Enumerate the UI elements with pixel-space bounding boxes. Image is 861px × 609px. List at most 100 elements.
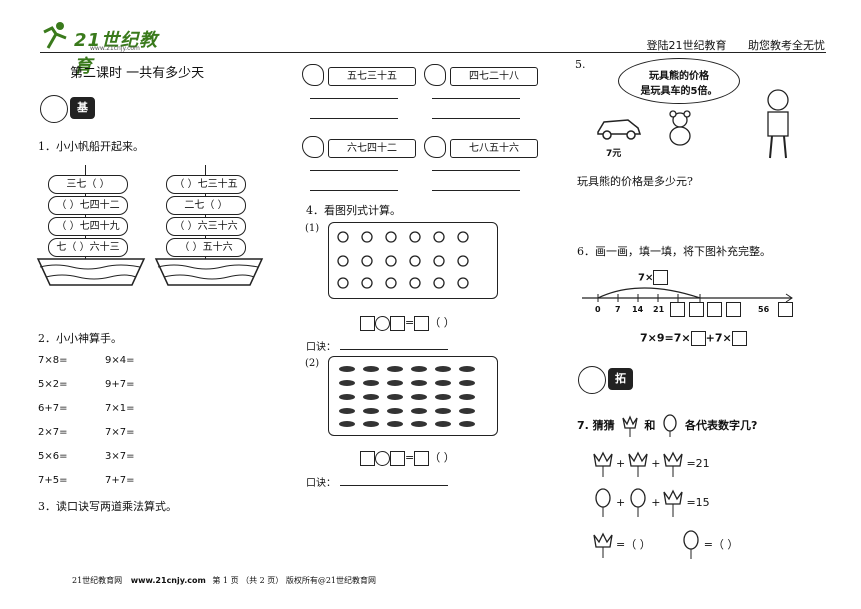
tulip-icon bbox=[593, 451, 613, 477]
calc-item: 3×7= bbox=[105, 451, 135, 462]
q7-and: 和 bbox=[644, 419, 656, 432]
answer-box[interactable] bbox=[360, 450, 375, 466]
login-link[interactable]: 登陆21世纪教育 bbox=[646, 39, 727, 52]
tick-label: 21 bbox=[653, 305, 665, 314]
answer-box[interactable] bbox=[390, 450, 405, 466]
tick-label: 14 bbox=[632, 305, 644, 314]
sail-left-1: 三七（ ） bbox=[48, 175, 128, 194]
bubble-line-2: 是玩具车的5倍。 bbox=[640, 86, 718, 97]
koujue-row-1: 口诀： bbox=[306, 338, 448, 353]
q7-prefix: 7. 猜猜 bbox=[577, 419, 615, 432]
toy-car-icon bbox=[597, 119, 642, 140]
sail-left-4: 七（ ）六十三 bbox=[48, 238, 128, 257]
koujue-line[interactable] bbox=[340, 485, 448, 486]
site-logo[interactable]: 21世纪教育 www.21cnjy.com bbox=[40, 18, 170, 77]
q7-answers: =（ ） =（ ） bbox=[590, 530, 738, 560]
speech-bubble: 玩具熊的价格 是玩具车的5倍。 bbox=[618, 58, 740, 104]
equation-row-2: =（ ） bbox=[360, 449, 455, 466]
answer-line[interactable] bbox=[432, 170, 520, 171]
phrase-box: 七八五十六 bbox=[450, 139, 538, 158]
footer-url[interactable]: www.21cnjy.com bbox=[130, 576, 206, 585]
answer-line[interactable] bbox=[310, 190, 398, 191]
logo-url: www.21cnjy.com bbox=[90, 45, 140, 52]
image-panel-2 bbox=[328, 356, 498, 436]
answer-line[interactable] bbox=[432, 98, 520, 99]
answer-bud[interactable]: =（ ） bbox=[703, 538, 739, 551]
tulip-icon bbox=[621, 415, 638, 437]
hull-left bbox=[36, 258, 146, 286]
answer-box[interactable] bbox=[707, 302, 722, 317]
q5-question: 玩具熊的价格是多少元? bbox=[577, 175, 693, 188]
page-title: 第二课时 一共有多少天 bbox=[70, 66, 205, 81]
bird-icon bbox=[424, 136, 446, 158]
calc-item: 6+7= bbox=[38, 403, 68, 414]
answer-box[interactable] bbox=[414, 315, 430, 331]
koujue-line[interactable] bbox=[340, 349, 448, 350]
bud-icon bbox=[630, 488, 646, 517]
tulip-icon bbox=[663, 451, 684, 477]
answer-box[interactable] bbox=[688, 302, 704, 317]
operator-circle[interactable] bbox=[375, 315, 390, 331]
header-links: 登陆21世纪教育 助您教考全无忧 bbox=[629, 37, 826, 53]
q7-equation-1: ++=21 bbox=[590, 450, 710, 478]
eq-plus: +7× bbox=[705, 331, 732, 345]
q2-label: 2．小小神算手。 bbox=[38, 332, 122, 345]
answer-line[interactable] bbox=[432, 118, 520, 119]
eq-prefix: 7×9=7× bbox=[640, 331, 691, 345]
answer-box[interactable] bbox=[390, 315, 405, 331]
student-avatar-icon bbox=[40, 95, 68, 123]
operator-circle[interactable] bbox=[375, 450, 390, 466]
header-divider bbox=[40, 52, 826, 53]
sail-right-1: （ ）七三十五 bbox=[166, 175, 246, 194]
answer-box[interactable] bbox=[731, 331, 747, 346]
answer-box[interactable] bbox=[414, 450, 430, 466]
teddy-bear-icon bbox=[669, 110, 691, 146]
tulip-icon bbox=[663, 489, 684, 517]
calc-item: 7×1= bbox=[105, 403, 135, 414]
koujue-label: 口诀： bbox=[306, 478, 336, 489]
phrase-box: 六七四十二 bbox=[328, 139, 416, 158]
answer-box[interactable] bbox=[725, 302, 741, 317]
answer-line[interactable] bbox=[310, 118, 398, 119]
answer-box[interactable] bbox=[690, 331, 706, 346]
answer-box[interactable] bbox=[360, 315, 375, 331]
answer-tulip[interactable]: =（ ） bbox=[616, 538, 651, 551]
q7-label-row: 7. 猜猜 和 各代表数字几? bbox=[577, 414, 757, 438]
logo-text: 21世纪教育 bbox=[74, 30, 159, 77]
q5-label: 5. bbox=[575, 58, 586, 71]
q6-label: 6．画一画，填一填，将下图补充完整。 bbox=[577, 245, 771, 258]
slogan-link[interactable]: 助您教考全无忧 bbox=[748, 39, 825, 52]
hull-right bbox=[154, 258, 264, 286]
section-label-basic: 基础训练 bbox=[70, 97, 95, 174]
eq1-result: =21 bbox=[686, 457, 710, 470]
section-label-ext: 拓展运用 bbox=[608, 368, 633, 445]
number-line bbox=[582, 287, 793, 303]
jump-prefix: 7× bbox=[638, 272, 654, 284]
answer-line[interactable] bbox=[310, 98, 398, 99]
calc-item: 5×6= bbox=[38, 451, 68, 462]
image-panel-1 bbox=[328, 222, 498, 299]
koujue-label: 口诀： bbox=[306, 342, 336, 353]
answer-line[interactable] bbox=[310, 170, 398, 171]
calc-item: 9+7= bbox=[105, 379, 135, 390]
answer-box[interactable] bbox=[670, 302, 685, 317]
tulip-icon bbox=[628, 451, 648, 477]
answer-box[interactable] bbox=[778, 302, 793, 317]
equation-row-1: =（ ） bbox=[360, 314, 455, 331]
flower-pattern-icon bbox=[337, 231, 469, 289]
bud-icon bbox=[683, 530, 699, 559]
q4-part2-label: (2) bbox=[305, 358, 320, 369]
footer-page: 第 1 页 （共 2 页） 版权所有@21世纪教育网 bbox=[212, 576, 377, 585]
footer-site: 21世纪教育网 bbox=[72, 576, 123, 585]
phrase-box: 四七二十八 bbox=[450, 67, 538, 86]
sail-right-4: （ ）五十六 bbox=[166, 238, 246, 257]
jump-label: 7× bbox=[638, 270, 669, 285]
answer-line[interactable] bbox=[432, 190, 520, 191]
leaf-pattern-icon bbox=[339, 366, 475, 427]
bud-icon bbox=[663, 414, 677, 437]
bud-icon bbox=[595, 488, 611, 517]
answer-box[interactable] bbox=[653, 270, 669, 285]
calc-item: 2×7= bbox=[38, 427, 68, 438]
q4-label: 4．看图列式计算。 bbox=[306, 204, 401, 217]
sail-left-2: （ ）七四十二 bbox=[48, 196, 128, 215]
